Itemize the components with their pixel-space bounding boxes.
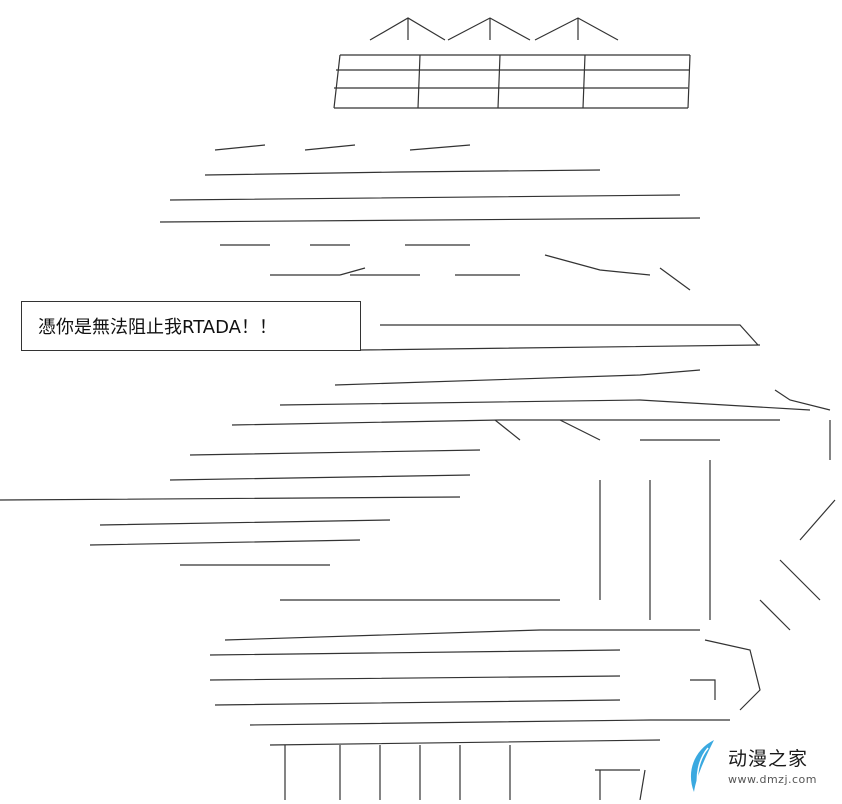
- face-row: [159, 144, 701, 291]
- helmet-row: [333, 17, 691, 109]
- watermark: 动漫之家 www.dmzj.com: [684, 738, 834, 794]
- speech-bubble: 憑你是無法阻止我RTADA！！: [21, 301, 361, 351]
- feather-logo-icon: [690, 740, 714, 792]
- watermark-url: www.dmzj.com: [728, 773, 817, 786]
- body-lines: [0, 324, 836, 631]
- lower-figures: [209, 599, 761, 801]
- watermark-title: 动漫之家: [728, 748, 809, 770]
- speech-bubble-text: 憑你是無法阻止我RTADA！！: [38, 317, 277, 338]
